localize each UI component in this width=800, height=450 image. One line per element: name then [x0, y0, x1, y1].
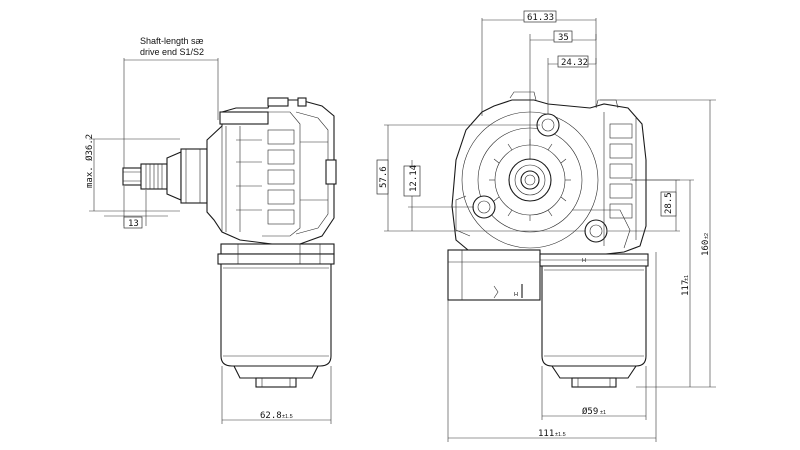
dim-59: Ø59 ±1 — [541, 366, 647, 420]
dim-62-8-label: 62.8 — [260, 411, 282, 421]
dim-160-tolerance: ±2 — [704, 233, 710, 239]
front-view: H H — [447, 91, 649, 388]
dim-111-label: 111 — [538, 429, 554, 439]
front-motor: H — [539, 253, 649, 388]
dim-24-32-label: 24.32 — [561, 58, 588, 68]
dim-57-6: 57.6 — [376, 124, 586, 232]
max-diameter-dimension: max. Ø36.2 — [84, 134, 180, 212]
dim-59-tolerance: ±1 — [600, 410, 606, 416]
dim-12-14: 12.14 — [403, 160, 474, 231]
dim-35: 35 — [529, 30, 597, 160]
motor-can — [220, 263, 332, 388]
side-view — [122, 97, 337, 388]
dim-12-14-label: 12.14 — [409, 165, 419, 192]
dim-117-tolerance: ±1 — [684, 275, 690, 281]
dim-61-33: 61.33 — [481, 10, 597, 116]
shaft-note-line2: drive end S1/S2 — [140, 47, 204, 57]
connector-housing: H — [447, 249, 541, 301]
dim-35-label: 35 — [558, 33, 569, 43]
dim-59-label: Ø59 — [582, 406, 598, 417]
dim-62-8-tolerance: ±1.5 — [282, 414, 293, 420]
front-gearbox-housing — [451, 91, 647, 259]
dim-111: 111 ±1.5 — [447, 252, 657, 442]
dim-28-5-label: 28.5 — [664, 192, 674, 214]
output-shaft — [122, 148, 208, 204]
dim-13-label: 13 — [128, 219, 139, 229]
dim-24-32: 24.32 — [547, 55, 597, 114]
gear-teeth — [489, 139, 571, 221]
dim-57-6-label: 57.6 — [379, 166, 389, 188]
dim-61-33-label: 61.33 — [527, 13, 554, 23]
dim-117-label: 117 — [681, 280, 691, 296]
shaft-length-dimension: Shaft-length sæ drive end S1/S2 — [123, 36, 219, 168]
connector-h-mark: H — [514, 292, 518, 298]
dim-28-5: 28.5 — [608, 179, 680, 232]
flange-h-mark: H — [582, 258, 586, 264]
motor-flange — [217, 243, 335, 265]
shaft-note-line1: Shaft-length sæ — [140, 36, 204, 46]
gearbox-housing — [206, 97, 337, 245]
dim-62-8: 62.8 ±1.5 — [221, 366, 332, 424]
dim-160-label: 160 — [701, 240, 711, 256]
dim-13: 13 — [104, 186, 168, 229]
dim-117: 117 ±1 — [630, 179, 694, 387]
dim-111-tolerance: ±1.5 — [555, 432, 566, 438]
dim-160: 160 ±2 — [600, 99, 716, 388]
max-diameter-label: max. Ø36.2 — [84, 134, 95, 188]
